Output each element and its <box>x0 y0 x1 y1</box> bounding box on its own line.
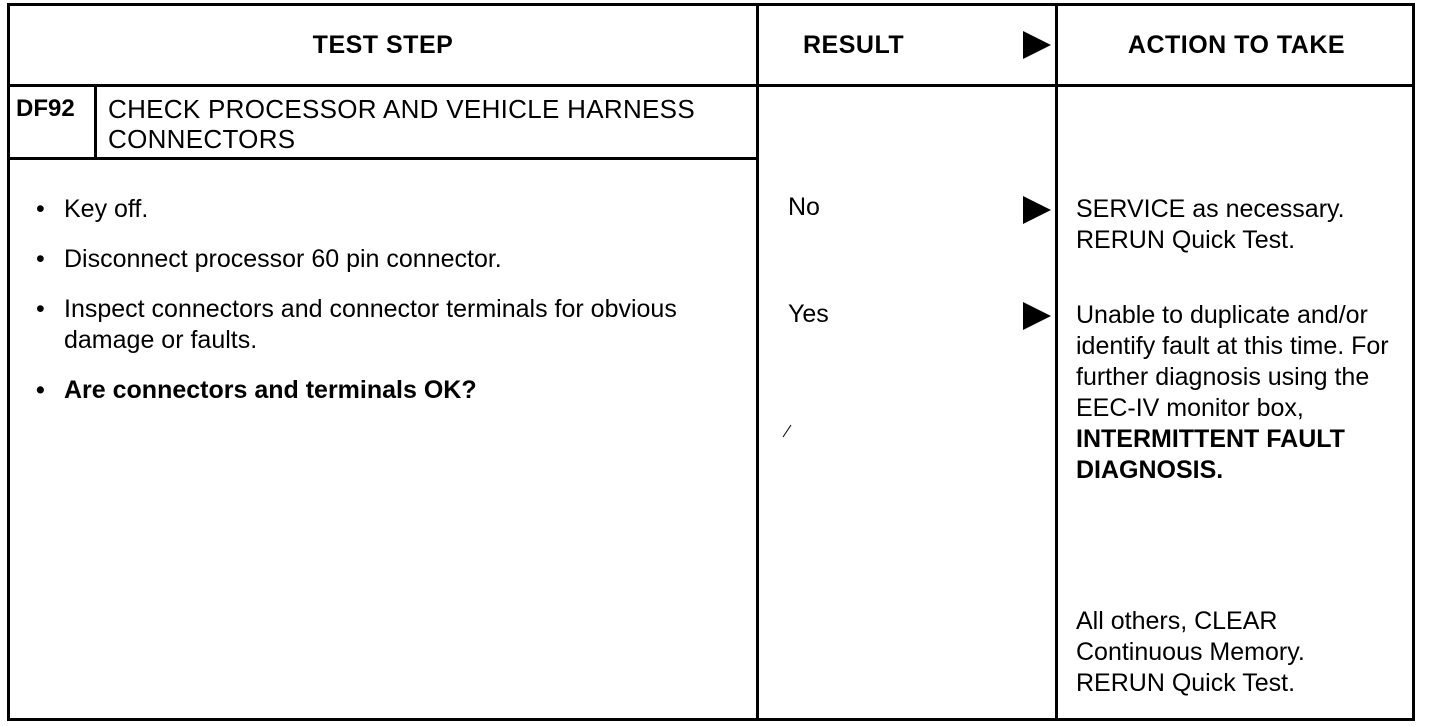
action-yes-bold: INTERMITTENT FAULT DIAGNOSIS. <box>1076 425 1345 484</box>
action-yes: Unable to duplicate and/or identify faul… <box>1076 300 1396 486</box>
header-divider <box>10 84 1412 87</box>
column-divider <box>756 6 759 718</box>
arrow-right-icon <box>1023 302 1051 330</box>
result-no: No <box>788 193 820 221</box>
bullet-dot: • <box>36 195 45 223</box>
column-divider <box>1055 6 1058 718</box>
bullet-dot: • <box>36 245 45 273</box>
instruction-text: Inspect connectors and connector termina… <box>64 295 677 354</box>
step-id: DF92 <box>16 95 75 122</box>
instruction-text: Key off. <box>64 195 149 223</box>
action-no: SERVICE as necessary. RERUN Quick Test. <box>1076 195 1345 254</box>
result-yes: Yes <box>788 300 829 328</box>
action-others: All others, CLEAR Continuous Memory. RER… <box>1076 607 1305 697</box>
test-step-header: TEST STEP <box>312 30 454 59</box>
instruction-text: Disconnect processor 60 pin connector. <box>64 245 502 273</box>
instruction-question: • Are connectors and terminals OK? <box>36 375 736 406</box>
action-yes-text: Unable to duplicate and/or identify faul… <box>1076 301 1389 422</box>
step-title-divider <box>10 157 756 160</box>
result-header: RESULT <box>803 30 905 59</box>
action-header: ACTION TO TAKE <box>1127 30 1346 59</box>
arrow-right-icon <box>1023 196 1051 224</box>
step-instructions: • Key off. • Disconnect processor 60 pin… <box>36 194 736 425</box>
step-id-divider <box>94 87 97 157</box>
bullet-dot: • <box>36 295 45 323</box>
instruction-item: • Key off. <box>36 194 736 225</box>
instruction-text: Are connectors and terminals OK? <box>64 376 477 404</box>
stray-mark <box>782 424 792 438</box>
instruction-item: • Inspect connectors and connector termi… <box>36 294 736 356</box>
step-title: CHECK PROCESSOR AND VEHICLE HARNESS CONN… <box>108 94 695 154</box>
instruction-item: • Disconnect processor 60 pin connector. <box>36 244 736 275</box>
test-step-table: TEST STEP RESULT ACTION TO TAKE DF92 CHE… <box>7 3 1415 721</box>
arrow-right-icon <box>1023 31 1051 59</box>
bullet-dot: • <box>36 376 45 404</box>
